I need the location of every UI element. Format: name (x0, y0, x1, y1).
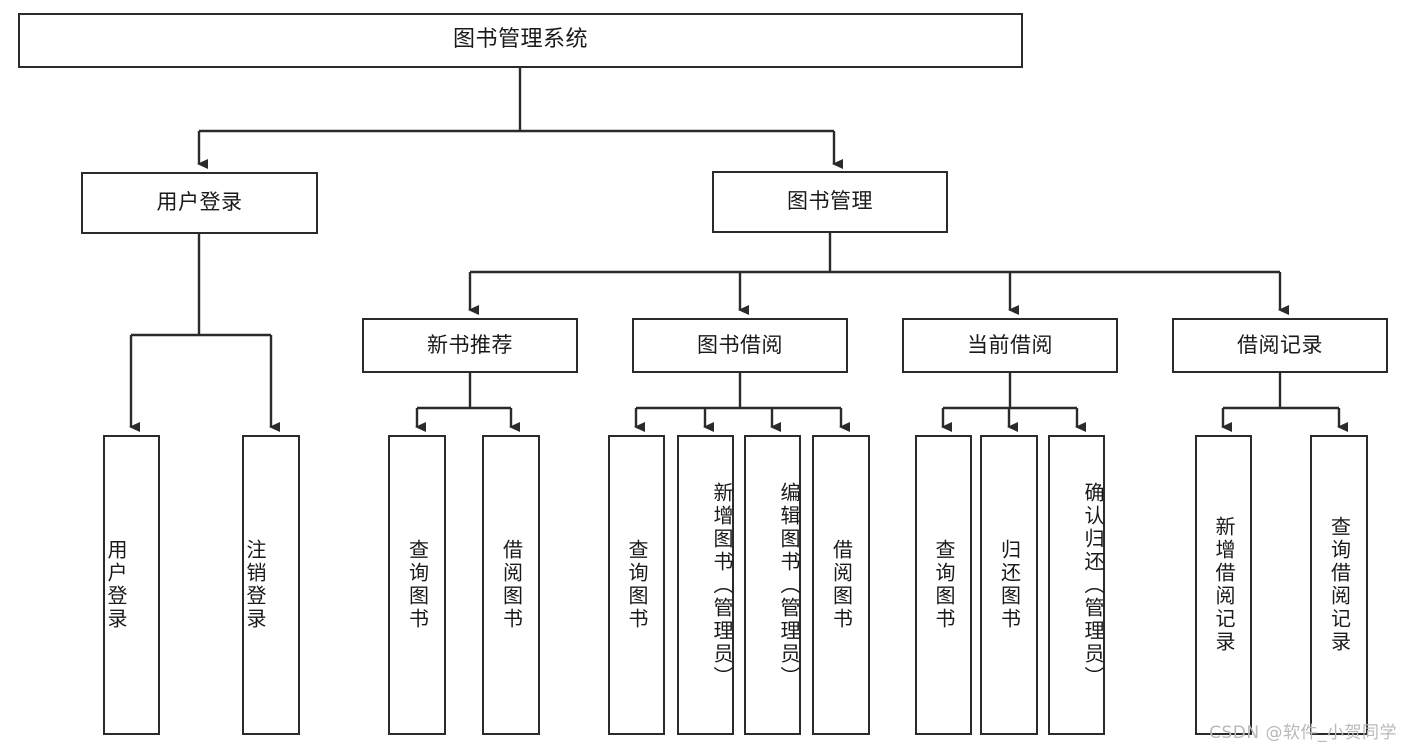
watermark-text: CSDN @软件_小贺同学 (1209, 723, 1397, 743)
node-borrow-records[interactable]: 借阅记录 (1172, 318, 1388, 373)
leaf-record-add-record[interactable]: 新增借阅记录 (1195, 435, 1252, 735)
leaf-new-book-borrow[interactable]: 借阅图书 (482, 435, 540, 735)
node-book-borrow[interactable]: 图书借阅 (632, 318, 848, 373)
node-root-system[interactable]: 图书管理系统 (18, 13, 1023, 68)
node-user-login[interactable]: 用户登录 (81, 172, 318, 234)
leaf-current-confirm-return-admin[interactable]: 确认归还（管理员） (1048, 435, 1105, 735)
leaf-borrow-borrow-book[interactable]: 借阅图书 (812, 435, 870, 735)
leaf-borrow-query-book[interactable]: 查询图书 (608, 435, 665, 735)
leaf-user-login-logout[interactable]: 注销登录 (242, 435, 300, 735)
leaf-borrow-edit-book-admin[interactable]: 编辑图书（管理员） (744, 435, 801, 735)
leaf-user-login-login[interactable]: 用户登录 (103, 435, 160, 735)
leaf-borrow-add-book-admin[interactable]: 新增图书（管理员） (677, 435, 734, 735)
leaf-current-return-book[interactable]: 归还图书 (980, 435, 1038, 735)
node-book-management[interactable]: 图书管理 (712, 171, 948, 233)
leaf-record-query-record[interactable]: 查询借阅记录 (1310, 435, 1368, 735)
node-new-book-recommend[interactable]: 新书推荐 (362, 318, 578, 373)
node-current-borrow[interactable]: 当前借阅 (902, 318, 1118, 373)
leaf-current-query-book[interactable]: 查询图书 (915, 435, 972, 735)
leaf-new-book-query[interactable]: 查询图书 (388, 435, 446, 735)
